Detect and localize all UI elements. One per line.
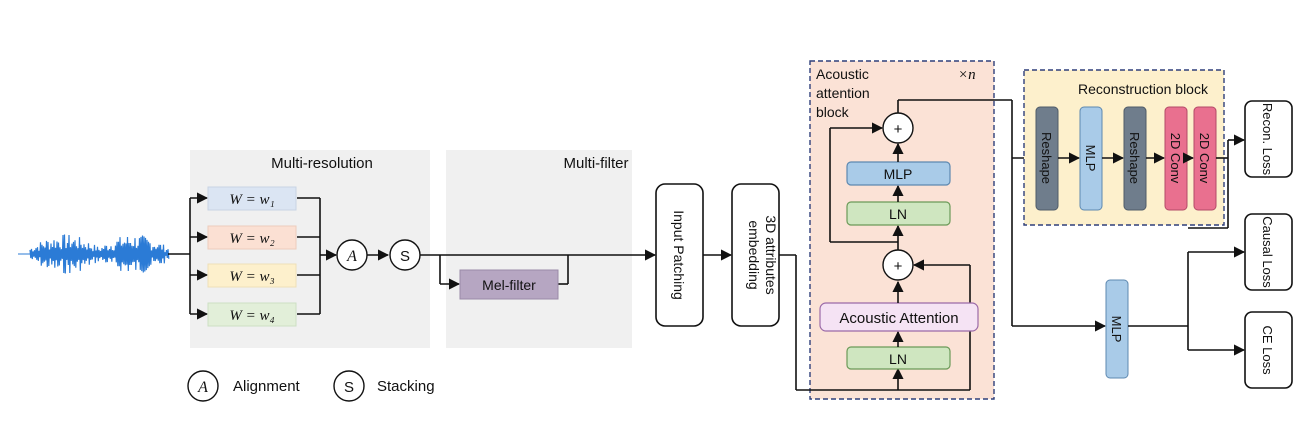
multi-filter-title: Multi-filter xyxy=(563,155,628,172)
head-output-lines xyxy=(1128,246,1246,356)
legend-stacking-label: Stacking xyxy=(377,378,435,395)
stacking-symbol: S xyxy=(400,248,410,265)
audio-waveform xyxy=(18,234,170,274)
alignment-node: A xyxy=(336,239,368,271)
multi-resolution-title: Multi-resolution xyxy=(271,155,373,172)
causal-loss-label: Causal Loss xyxy=(1260,216,1275,288)
attributes-embedding-box: 3D attributes embedding xyxy=(731,183,780,327)
ce-loss-box: CE Loss xyxy=(1244,311,1293,389)
block-output-lines xyxy=(897,99,1107,332)
residual-lines xyxy=(829,122,904,250)
legend-alignment-label: Alignment xyxy=(233,378,301,395)
legend-alignment-symbol: A xyxy=(197,379,208,396)
input-patching-box: Input Patching xyxy=(655,183,704,327)
recon-loss-box: Recon. Loss xyxy=(1244,100,1293,178)
window-box-3: W = w₃ xyxy=(207,263,297,288)
acoustic-block-title-3: block xyxy=(816,104,850,120)
alignment-symbol: A xyxy=(346,248,357,265)
stacking-node: S xyxy=(389,239,421,271)
attributes-embedding-line2: embedding xyxy=(746,220,762,289)
causal-loss-box: Causal Loss xyxy=(1244,213,1293,291)
plus-symbol: + xyxy=(894,258,903,275)
legend-alignment: A Alignment xyxy=(187,370,301,402)
mlp-recon-box: MLP xyxy=(1079,106,1103,211)
window-label: W = w₃ xyxy=(229,269,274,285)
reconstruction-item-label: Reshape xyxy=(1039,132,1054,184)
legend-stacking: S Stacking xyxy=(333,370,435,402)
input-patching-label: Input Patching xyxy=(671,210,687,300)
mlp-block-label: MLP xyxy=(884,166,913,182)
plus-symbol: + xyxy=(894,121,903,138)
reconstruction-item-label: MLP xyxy=(1083,145,1098,172)
reconstruction-item-label: 2D Conv xyxy=(1168,133,1183,184)
reconstruction-item-label: 2D Conv xyxy=(1197,133,1212,184)
ln-bottom-label: LN xyxy=(889,351,907,367)
acoustic-block-title-1: Acoustic xyxy=(816,66,869,82)
ce-loss-label: CE Loss xyxy=(1260,325,1275,375)
window-box-2: W = w₂ xyxy=(207,225,297,250)
head-mlp-label: MLP xyxy=(1109,316,1124,343)
mel-filter-box: Mel-filter xyxy=(459,269,559,300)
window-label: W = w₁ xyxy=(229,192,274,208)
acoustic-attention-box: Acoustic Attention xyxy=(819,302,979,332)
repeat-label: ×n xyxy=(958,67,976,83)
window-box-4: W = w₄ xyxy=(207,302,297,327)
add-node-top: + xyxy=(882,112,914,144)
branch-lines xyxy=(168,192,338,320)
window-label: W = w₄ xyxy=(229,308,274,324)
mel-filter-label: Mel-filter xyxy=(482,277,536,293)
reshape-1-box: Reshape xyxy=(1035,106,1059,211)
legend: A Alignment S Stacking xyxy=(187,370,435,402)
reshape-2-box: Reshape xyxy=(1123,106,1147,211)
recon-loss-label: Recon. Loss xyxy=(1260,103,1275,176)
multi-filter-lines xyxy=(420,249,657,290)
add-node-bottom: + xyxy=(882,249,914,281)
ln-top-label: LN xyxy=(889,206,907,222)
recon-output-lines xyxy=(1188,134,1246,229)
acoustic-attention-label: Acoustic Attention xyxy=(839,310,958,327)
multi-filter-panel: Multi-filter xyxy=(446,150,632,348)
mlp-block-box: MLP xyxy=(846,161,951,186)
window-box-1: W = w₁ xyxy=(207,186,297,211)
legend-stacking-symbol: S xyxy=(344,379,354,396)
ln-bottom-box: LN xyxy=(846,346,951,370)
reconstruction-item-label: Reshape xyxy=(1127,132,1142,184)
conv2d-2-box: 2D Conv xyxy=(1193,106,1217,211)
window-label: W = w₂ xyxy=(229,231,274,247)
conv2d-1-box: 2D Conv xyxy=(1164,106,1188,211)
head-mlp-box: MLP xyxy=(1105,279,1129,379)
reconstruction-title: Reconstruction block xyxy=(1078,81,1209,97)
acoustic-block-title-2: attention xyxy=(816,85,870,101)
attributes-embedding-line1: 3D attributes xyxy=(763,215,779,294)
ln-top-box: LN xyxy=(846,201,951,226)
